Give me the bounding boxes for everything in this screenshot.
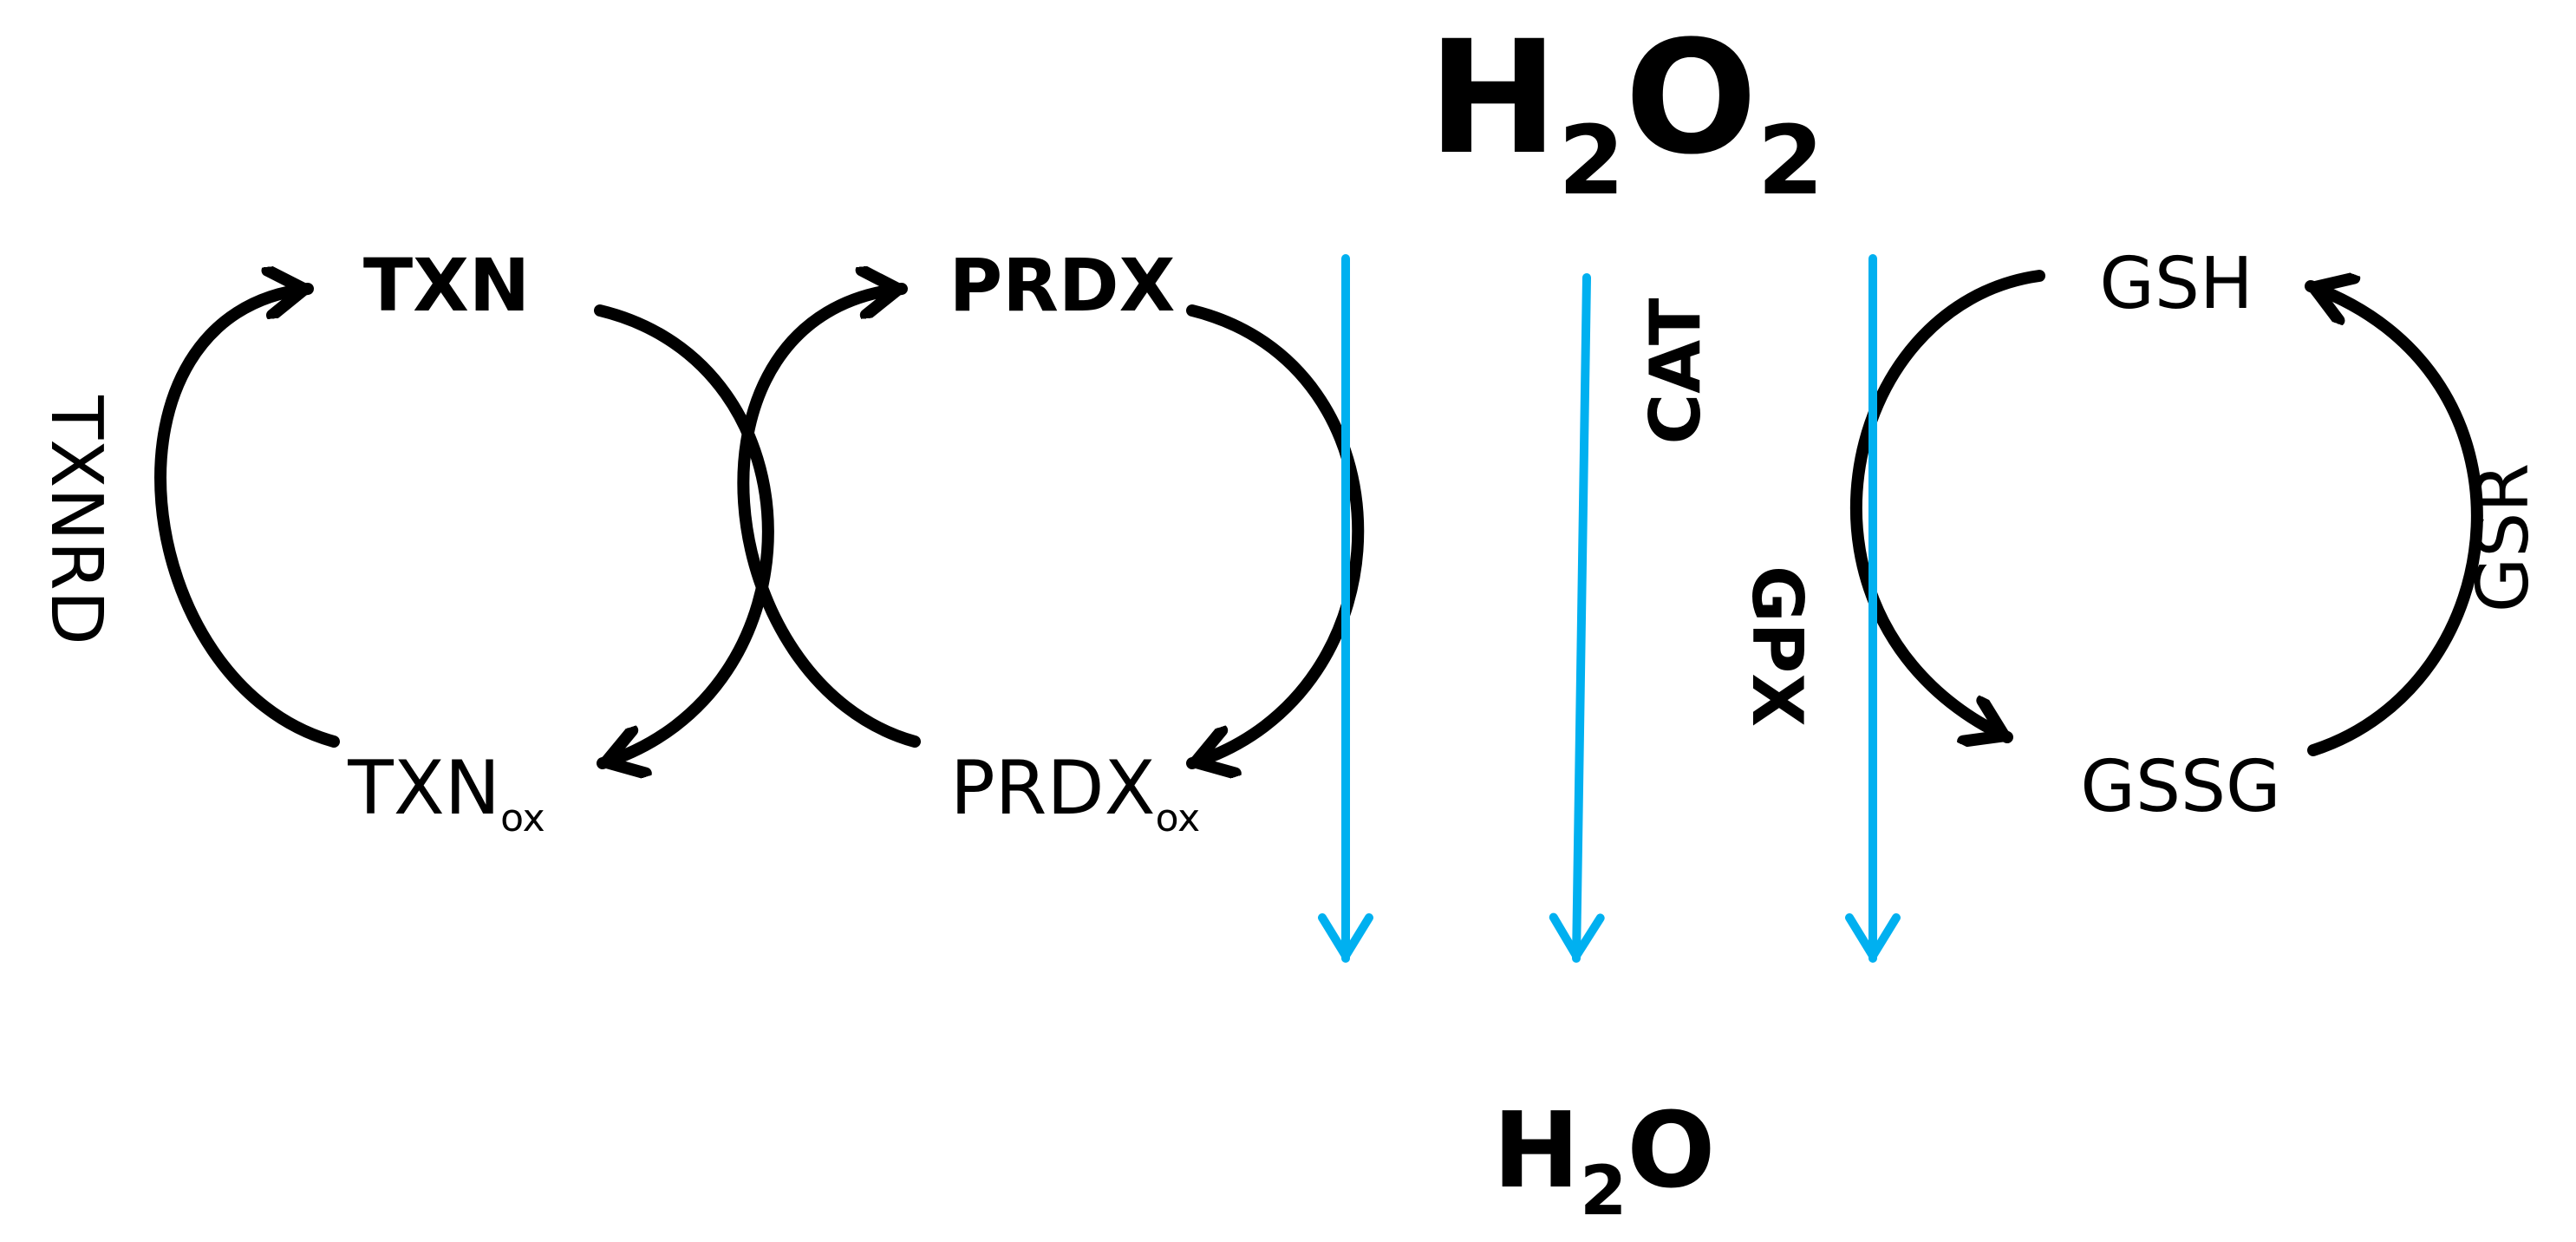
prdx-cycle: PRDX PRDXox	[737, 243, 1365, 840]
gsh-label: GSH	[2099, 243, 2253, 325]
txnrd-label: TXNRD	[35, 395, 117, 645]
txn-to-txnox-arc-arrow	[594, 304, 774, 763]
gsh-to-gssg-arc-arrow	[1849, 270, 2045, 737]
prdx-to-prdxox-arc-arrow	[1186, 304, 1365, 763]
water-label: H2O	[1493, 1091, 1716, 1231]
hydrogen-peroxide-label: H2O2	[1428, 8, 1824, 216]
cat-label: CAT	[1635, 297, 1716, 444]
txn-label: TXN	[363, 243, 530, 328]
prdx-ox-label: PRDXox	[950, 745, 1200, 840]
gpx-label: GPX	[1737, 565, 1817, 727]
prdxox-to-prdx-arc-arrow	[737, 289, 921, 748]
peroxide-reduction: CAT GPX	[1318, 254, 1901, 963]
txn-ox-label: TXNox	[347, 745, 545, 840]
cat-reduction-line	[1549, 273, 1605, 963]
gsh-cycle: GSH GSSG GSR	[1849, 243, 2545, 828]
gsr-arc-arrow	[2305, 286, 2483, 756]
gsr-label: GSR	[2462, 463, 2545, 613]
prdx-label: PRDX	[949, 243, 1176, 328]
txnrd-arc-arrow	[154, 289, 340, 748]
txn-cycle: TXN TXNox TXNRD	[35, 243, 774, 840]
gssg-label: GSSG	[2080, 746, 2280, 828]
